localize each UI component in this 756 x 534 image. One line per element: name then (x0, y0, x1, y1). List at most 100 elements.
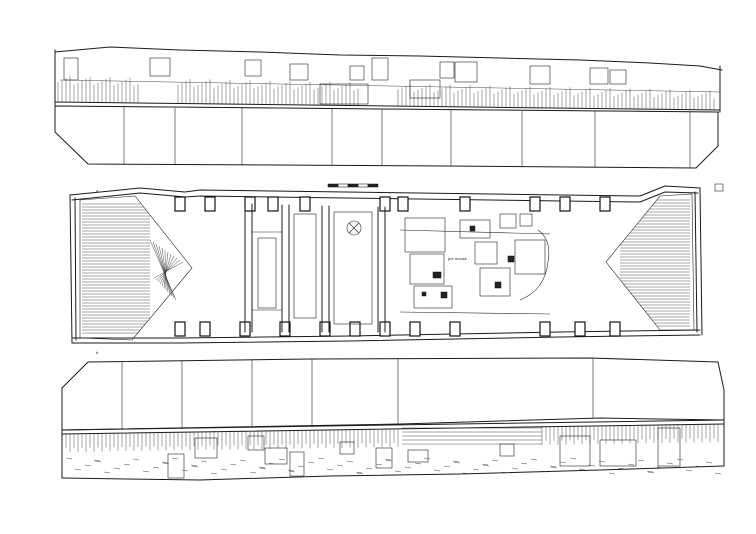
plinth-stone (297, 465, 305, 468)
scale-bar (327, 183, 379, 188)
plinth-stone (433, 469, 441, 472)
plinth-stone (394, 470, 402, 473)
plinth-stone (443, 465, 451, 468)
plan-detail-fills (421, 225, 515, 299)
scale-bar-segment (337, 183, 349, 188)
plinth-stone (385, 459, 393, 462)
wall-pier (244, 196, 256, 212)
plinth-stone (414, 462, 422, 465)
plinth-stone (336, 464, 344, 467)
plan-left-gable (79, 195, 193, 341)
left-gable-brace (158, 245, 171, 295)
wall-pier (574, 321, 586, 337)
plinth-stone (511, 467, 519, 470)
left-gable-brace (157, 257, 178, 283)
plinth-stone (530, 458, 538, 461)
plinth-stone (598, 460, 606, 463)
wall-pier (349, 321, 361, 337)
plinth-stone (627, 463, 635, 466)
plinth-stone (84, 464, 92, 467)
plinth-stone (423, 457, 431, 460)
wall-pier (397, 196, 409, 212)
scale-bar-segment (357, 183, 369, 188)
wall-pier (609, 321, 621, 337)
plinth-stone (452, 460, 460, 463)
plinth-stone (608, 472, 616, 475)
plinth-stone (210, 472, 218, 475)
plinth-stone (501, 471, 509, 474)
plinth-stone (375, 463, 383, 466)
north-mark (714, 183, 724, 192)
top-openings (63, 57, 627, 105)
plinth-stone (588, 464, 596, 467)
bottom-timber-cladding (65, 424, 719, 452)
bottom-stone-plinth (65, 457, 722, 475)
wall-pier (199, 321, 211, 337)
plinth-stone (161, 461, 169, 464)
plinth-stone (74, 468, 82, 471)
plinth-stone (666, 462, 674, 465)
plan-partitions (244, 203, 386, 333)
plinth-stone (646, 470, 654, 473)
left-gable-brace (155, 243, 173, 297)
bottom-ground-line (61, 465, 725, 481)
section-mark-a: a (96, 188, 99, 193)
wall-pier (459, 196, 471, 212)
wall-pier (299, 196, 311, 212)
plinth-stone (356, 472, 364, 475)
left-gable-brace (155, 259, 181, 281)
wall-pier (319, 321, 331, 337)
plinth-stone (123, 463, 131, 466)
wall-pier (559, 196, 571, 212)
left-gable-brace (152, 241, 175, 299)
bottom-roof-dividers (121, 358, 594, 430)
plinth-stone (550, 466, 558, 469)
plan-left-gable-hatch (82, 203, 150, 334)
plinth-stone (162, 462, 170, 465)
wall-pier (449, 321, 461, 337)
top-roof-dividers (123, 107, 691, 168)
plinth-stone (65, 457, 73, 460)
plan-right-gable (605, 193, 695, 331)
floor-plan: pre mouse a b (69, 183, 724, 355)
plinth-stone (191, 465, 199, 468)
top-elevation (54, 46, 723, 169)
plan-interior-walls (252, 211, 373, 325)
top-ground-stones (59, 79, 721, 93)
wall-pier (174, 196, 186, 212)
top-timber-cladding (57, 76, 715, 110)
plinth-stone (103, 471, 111, 474)
left-gable-brace (159, 255, 175, 285)
plinth-stone (171, 457, 179, 460)
plinth-stone (94, 460, 102, 463)
plan-detail-rooms (399, 213, 551, 315)
plinth-stone (258, 466, 266, 469)
bottom-openings (167, 427, 681, 479)
plinth-stone (676, 458, 684, 461)
plinth-stone (481, 463, 489, 466)
plinth-stone (181, 469, 189, 472)
plinth-stone (288, 470, 296, 473)
plinth-stone (287, 469, 295, 472)
plinth-stone (132, 458, 140, 461)
plinth-stone (317, 457, 325, 460)
plinth-stone (491, 459, 499, 462)
plinth-stone (559, 461, 567, 464)
plinth-stone (355, 471, 363, 474)
plinth-stone (453, 461, 461, 464)
wall-pier (539, 321, 551, 337)
bottom-roof (61, 357, 725, 431)
scale-bar-segment (327, 183, 339, 188)
plinth-stone (365, 467, 373, 470)
plinth-stone (142, 470, 150, 473)
plinth-stone (190, 464, 198, 467)
left-gable-brace (153, 261, 184, 279)
plinth-stone (268, 462, 276, 465)
plinth-stone (578, 468, 586, 471)
section-mark-b: b (96, 350, 99, 355)
wall-pier (279, 321, 291, 337)
plan-wall-piers (174, 196, 621, 337)
plan-outer-wall-top (69, 185, 701, 197)
plan-right-gable-hatch (620, 199, 690, 327)
